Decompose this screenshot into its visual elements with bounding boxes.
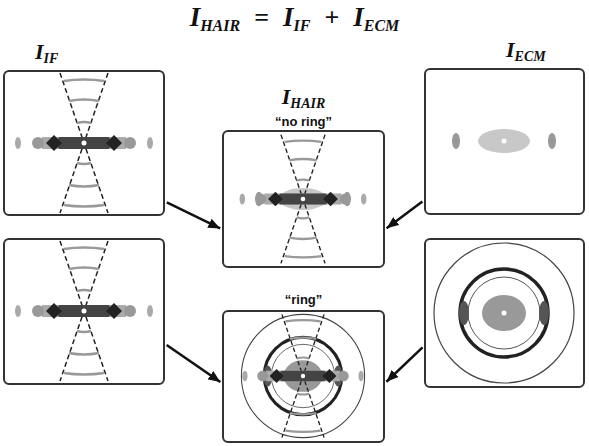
equation-term: I: [353, 2, 364, 32]
panel-heading: IIF: [35, 41, 58, 66]
pattern-panel: IIF: [3, 70, 165, 216]
heading-text: IF: [44, 51, 59, 66]
panel-heading: IECM: [506, 39, 546, 64]
equation-term: I: [190, 2, 201, 32]
equation-term: HAIR: [200, 17, 240, 34]
heading-text: “no ring”: [275, 114, 332, 129]
equation-term: +: [324, 3, 339, 32]
pattern-panel: [3, 238, 165, 385]
connector-arrow: [387, 201, 423, 228]
panel-heading: “no ring”: [224, 113, 383, 129]
pattern-panel: [424, 238, 585, 388]
panel-heading: IHAIR: [224, 86, 383, 111]
equation-term: =: [254, 3, 269, 32]
panel-heading: “ring”: [224, 291, 383, 307]
equation-term: IF: [294, 17, 311, 34]
equation-term: ECM: [364, 17, 400, 34]
equation-term: I: [283, 2, 294, 32]
connector-arrow: [167, 202, 220, 228]
heading-text: I: [506, 37, 515, 62]
heading-text: I: [35, 39, 44, 64]
pattern-panel: “ring”: [222, 310, 385, 443]
equation-title: IHAIR=IIF+IECM: [0, 4, 589, 34]
connector-arrow: [386, 347, 422, 381]
heading-text: HAIR: [290, 96, 325, 111]
connector-arrow: [167, 345, 221, 382]
heading-text: I: [282, 84, 291, 109]
pattern-panel: IHAIR“no ring”: [222, 130, 385, 268]
heading-text: “ring”: [285, 292, 323, 307]
heading-text: ECM: [515, 49, 546, 64]
pattern-panel: IECM: [424, 68, 585, 215]
